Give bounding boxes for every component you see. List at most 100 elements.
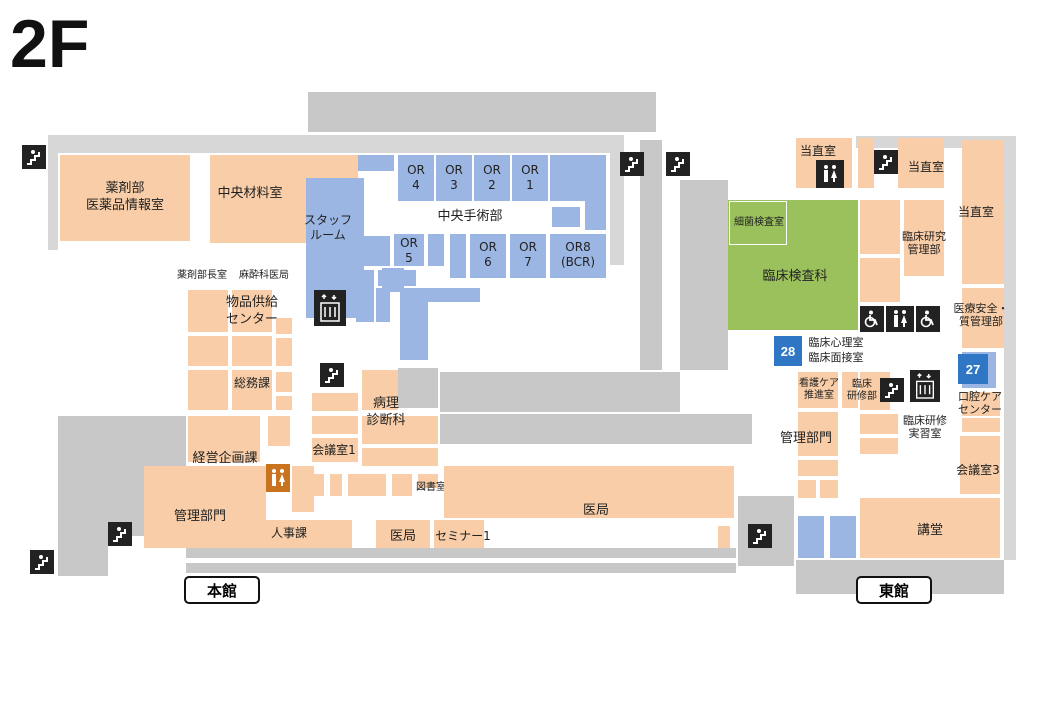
room-medical-office-small xyxy=(376,520,430,548)
corridor-top xyxy=(308,92,656,132)
room-or3 xyxy=(436,155,472,201)
room-medical-office-label: 医局 xyxy=(582,503,609,518)
room-meeting3 xyxy=(960,436,1000,494)
stairs-icon xyxy=(620,152,644,176)
room-anesthesia-label: 麻酔科医局 xyxy=(239,270,289,281)
room-recovery-6 xyxy=(400,288,428,360)
stair-hall-left-low xyxy=(58,536,108,576)
room-oral-care xyxy=(962,392,1000,416)
room-staff-label: スタッフ ルーム xyxy=(303,213,352,242)
corridor-junction xyxy=(398,368,438,408)
stairs-icon xyxy=(30,550,54,574)
room-small-s xyxy=(858,138,874,188)
room-general-affairs-label: 総務課 xyxy=(233,376,270,390)
corridor-middle xyxy=(440,372,680,412)
room-on-duty-b-label: 当直室 xyxy=(907,160,944,174)
wall-bottom-main xyxy=(186,548,736,558)
room-or1 xyxy=(512,155,548,201)
room-psychology-label: 臨床心理室 xyxy=(808,336,864,349)
room-library xyxy=(418,474,438,488)
room-pharmacy xyxy=(60,155,190,241)
room-small-w xyxy=(798,460,838,476)
room-planning-label: 経営企画課 xyxy=(192,451,258,466)
room-planning-a xyxy=(188,416,260,462)
room-safety-label: 医療安全・ 質管理部 xyxy=(953,302,1009,328)
room-oral-care-label: 口腔ケア センター xyxy=(958,390,1002,416)
room-surgery-label: 中央手術部 xyxy=(437,209,503,224)
stairs-icon xyxy=(666,152,690,176)
room-small-j xyxy=(312,416,358,434)
room-meeting3-label: 会議室3 xyxy=(956,463,1000,477)
room-meeting1-label: 会議室1 xyxy=(312,443,356,457)
room-on-duty-a-label: 当直室 xyxy=(799,144,836,158)
room-small-k xyxy=(362,448,438,466)
room-or-store xyxy=(552,207,580,227)
room-or-corridor xyxy=(428,234,444,266)
room-elevator-hall-b xyxy=(830,516,856,558)
room-admin-east-label: 管理部門 xyxy=(779,431,832,446)
room-small-n xyxy=(312,474,324,496)
room-small-b xyxy=(188,336,228,366)
room-supply-center-label: 物品供給 センター xyxy=(225,295,278,327)
stairs-icon xyxy=(320,363,344,387)
room-safety xyxy=(962,288,1004,348)
corridor-connector xyxy=(640,140,662,370)
room-or7 xyxy=(510,234,546,278)
room-small-g xyxy=(276,372,292,392)
room-nursing-care-label: 看護ケア 推進室 xyxy=(799,378,839,401)
room-or6 xyxy=(470,234,506,278)
room-clinical-research-label: 臨床研究 管理部 xyxy=(902,230,946,256)
restroom-icon xyxy=(816,160,844,188)
room-small-x xyxy=(798,480,816,498)
room-library-label: 図書室 xyxy=(416,482,446,493)
room-or7-label: OR 7 xyxy=(519,240,537,269)
room-supply-center xyxy=(232,290,272,332)
room-small-q xyxy=(392,474,412,496)
badge-27: 27 xyxy=(961,357,985,381)
room-medical-office-small-label: 医局 xyxy=(389,529,416,544)
room-small-c xyxy=(232,336,272,366)
room-bacteria-lab-label: 細菌検査室 xyxy=(734,217,784,228)
accessible-icon xyxy=(860,306,884,332)
room-pathology-a xyxy=(362,370,398,410)
elevator-icon xyxy=(910,370,940,402)
room-recovery-4 xyxy=(382,268,404,292)
stairs-icon xyxy=(748,524,772,548)
room-small-a xyxy=(188,290,228,332)
room-or3-label: OR 3 xyxy=(445,163,463,192)
room-small-m xyxy=(292,466,314,512)
restroom-icon xyxy=(886,306,914,332)
room-medical-office xyxy=(444,466,734,518)
stairs-icon xyxy=(880,378,904,402)
room-central-supply-label: 中央材料室 xyxy=(217,186,283,201)
room-or-store-2 xyxy=(585,200,606,230)
room-elevator-hall-a xyxy=(798,516,824,558)
room-clinical-research xyxy=(904,200,944,276)
room-small-f xyxy=(188,370,228,410)
room-auditorium xyxy=(860,498,1000,558)
room-small-t xyxy=(860,200,900,254)
room-or6-label: OR 6 xyxy=(479,240,497,269)
room-on-duty-b xyxy=(898,138,944,188)
room-auditorium-label: 講堂 xyxy=(916,523,943,538)
room-or4-label: OR 4 xyxy=(407,163,425,192)
room-small-h xyxy=(276,396,292,410)
room-admin-main-label: 管理部門 xyxy=(173,509,226,524)
room-or2-label: OR 2 xyxy=(483,163,501,192)
room-interview-label: 臨床面接室 xyxy=(808,351,864,364)
room-bacteria-lab xyxy=(729,201,787,245)
room-or5 xyxy=(394,234,424,266)
room-small-ab xyxy=(962,418,1000,432)
stairs-icon xyxy=(22,145,46,169)
room-small-o xyxy=(330,474,342,496)
room-or1-label: OR 1 xyxy=(521,163,539,192)
room-admin-east xyxy=(798,412,838,456)
room-seminar1 xyxy=(434,520,484,548)
room-admin-main xyxy=(144,466,266,548)
room-pharmacy-label: 薬剤部 医薬品情報室 xyxy=(85,181,164,213)
room-small-aa xyxy=(860,438,898,454)
room-general-affairs xyxy=(232,370,272,410)
elevator-icon xyxy=(314,290,346,326)
room-hr xyxy=(266,520,352,548)
room-pharmacy-chief-label: 薬剤部長室 xyxy=(177,270,227,281)
